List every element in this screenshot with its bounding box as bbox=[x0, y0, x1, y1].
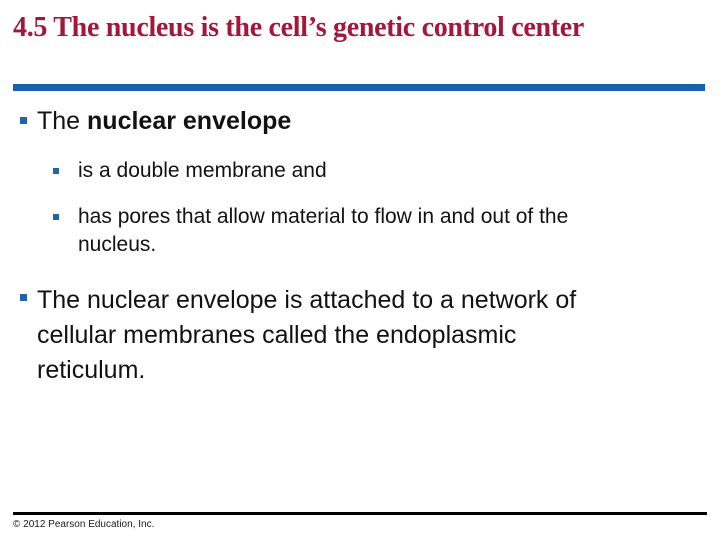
bullet-square-icon bbox=[53, 168, 59, 174]
footer-divider-rule bbox=[13, 512, 707, 515]
bullet-text-bold: nuclear envelope bbox=[87, 107, 292, 135]
title-divider-rule bbox=[13, 84, 705, 91]
bullet-er-line1: The nuclear envelope is attached to a ne… bbox=[37, 286, 577, 314]
bullet-square-icon bbox=[53, 214, 59, 220]
slide-title: 4.5 The nucleus is the cell’s genetic co… bbox=[13, 12, 585, 43]
bullet-square-icon bbox=[20, 294, 27, 301]
bullet-square-icon bbox=[20, 117, 27, 124]
bullet-nuclear-envelope: The nuclear envelope bbox=[37, 104, 291, 139]
bullet-text-regular: The bbox=[37, 107, 88, 135]
sub-bullet-double-membrane: is a double membrane and bbox=[78, 159, 327, 182]
bullet-endoplasmic-reticulum: The nuclear envelope is attached to a ne… bbox=[37, 283, 576, 388]
sub-bullet-pores-line2: nucleus. bbox=[78, 233, 157, 256]
bullet-er-line2: cellular membranes called the endoplasmi… bbox=[37, 321, 517, 349]
sub-bullet-pores-line1: has pores that allow material to flow in… bbox=[78, 205, 569, 228]
copyright-notice: © 2012 Pearson Education, Inc. bbox=[13, 519, 155, 530]
bullet-er-line3: reticulum. bbox=[37, 356, 146, 384]
sub-bullet-pores: has pores that allow material to flow in… bbox=[78, 203, 568, 259]
